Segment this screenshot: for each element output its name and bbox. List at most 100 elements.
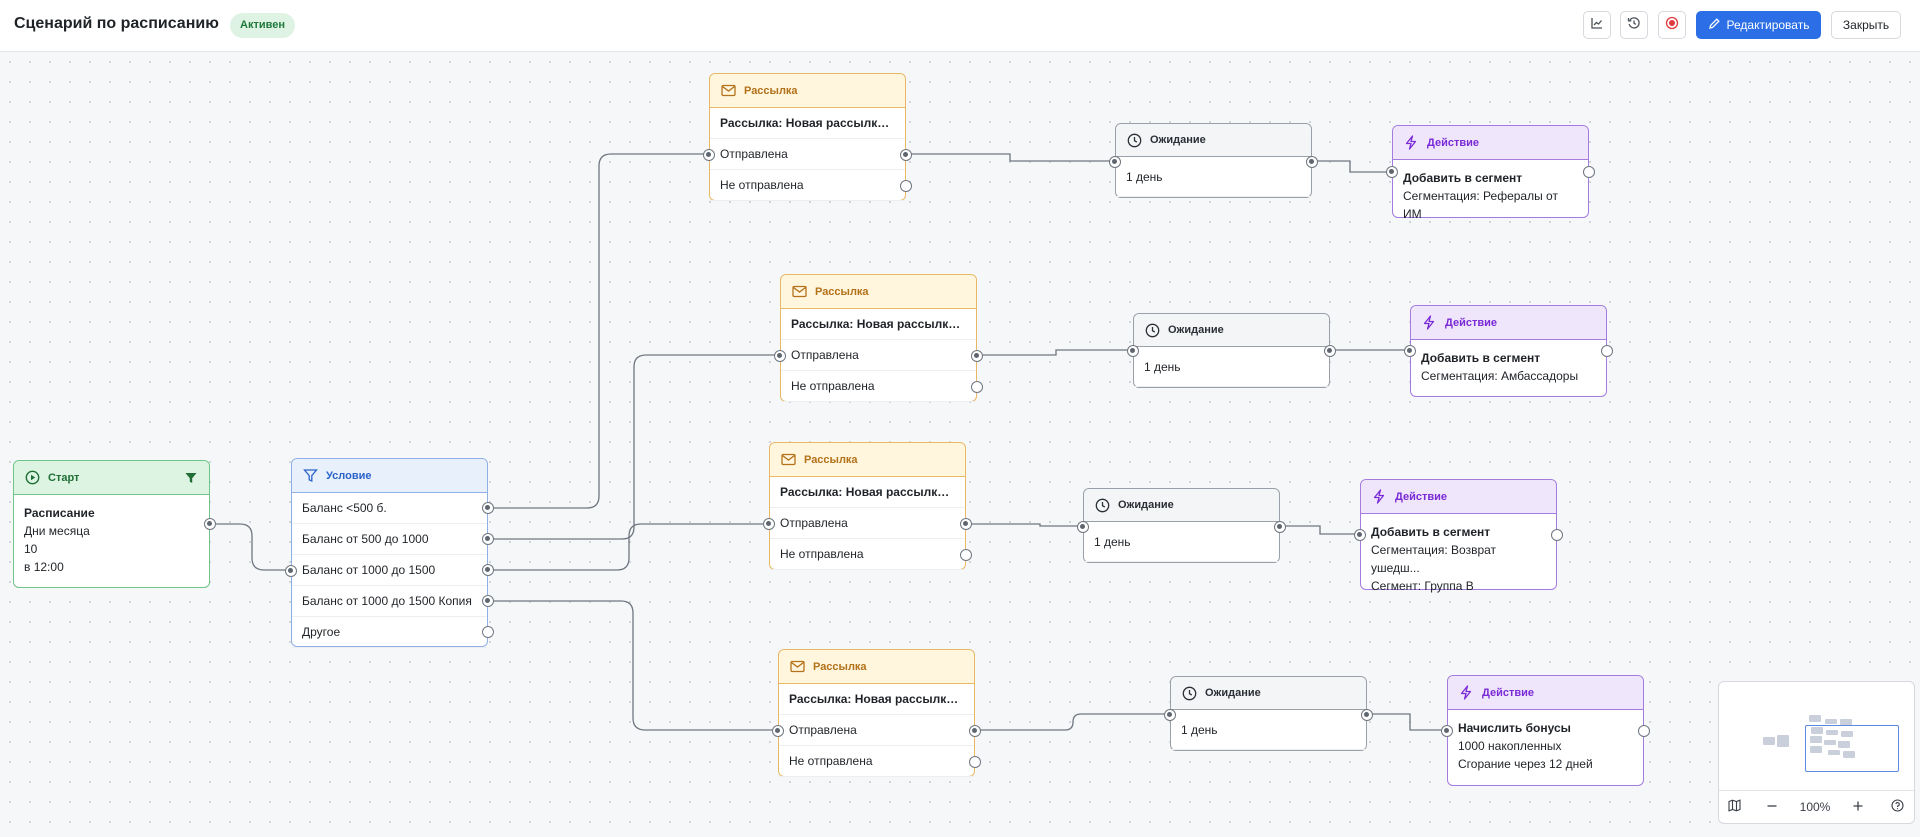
mailing-node[interactable]: Рассылка Рассылка: Новая рассылка 14... … (763, 442, 972, 570)
history-button[interactable] (1620, 11, 1648, 39)
condition-branch: Другое (292, 617, 487, 648)
minimap-viewport[interactable] (1805, 725, 1899, 772)
wait-node[interactable]: Ожидание 1 день (1109, 123, 1318, 198)
plus-icon (1852, 800, 1864, 815)
lightning-icon (1421, 315, 1437, 331)
input-port[interactable] (1127, 345, 1139, 357)
minimap-node (1824, 740, 1836, 745)
output-port[interactable] (900, 149, 912, 161)
wait-node[interactable]: Ожидание 1 день (1164, 676, 1373, 751)
action-node-type: Действие (1445, 316, 1497, 329)
help-button[interactable] (1881, 791, 1914, 823)
zoom-out-button[interactable] (1749, 791, 1795, 823)
action-detail: Сгорание через 12 дней (1458, 757, 1593, 771)
output-port[interactable] (482, 502, 494, 514)
action-node-type: Действие (1482, 686, 1534, 699)
mailing-node-header: Рассылка (779, 650, 974, 684)
output-port[interactable] (1583, 166, 1595, 178)
edit-button[interactable]: Редактировать (1696, 11, 1821, 39)
minimap-node (1811, 727, 1823, 734)
input-port[interactable] (1441, 725, 1453, 737)
mailing-node[interactable]: Рассылка Рассылка: Новая рассылка 146 От… (703, 73, 912, 201)
mailing-node[interactable]: Рассылка Рассылка: Новая рассылка 149 От… (774, 274, 983, 402)
filter-icon (302, 468, 318, 484)
mailing-node-header: Рассылка (710, 74, 905, 108)
output-port[interactable] (969, 725, 981, 737)
output-port[interactable] (1601, 345, 1613, 357)
close-button[interactable]: Закрыть (1831, 11, 1901, 39)
wait-node-type: Ожидание (1118, 499, 1174, 511)
minimap-node (1828, 750, 1840, 755)
minimap[interactable]: 100% (1718, 681, 1915, 824)
action-detail: 1000 накопленных (1458, 739, 1562, 753)
start-node-type: Старт (48, 471, 80, 484)
output-port[interactable] (960, 518, 972, 530)
input-port[interactable] (1077, 521, 1089, 533)
stop-button[interactable] (1658, 11, 1686, 39)
minimap-node (1841, 731, 1853, 737)
output-port[interactable] (482, 626, 494, 638)
action-node-header: Действие (1411, 306, 1606, 340)
wait-node-header: Ожидание (1134, 314, 1329, 347)
output-port[interactable] (482, 595, 494, 607)
mailing-not-sent: Не отправлена (710, 170, 905, 201)
input-port[interactable] (1404, 345, 1416, 357)
mailing-sent: Отправлена (770, 508, 965, 539)
mailing-node[interactable]: Рассылка Рассылка: Новая рассылка 153 От… (772, 649, 981, 777)
condition-node[interactable]: Условие Баланс <500 б. Баланс от 500 до … (285, 458, 494, 648)
output-port[interactable] (1638, 725, 1650, 737)
action-detail: Сегмент: Группа В (1371, 579, 1474, 593)
input-port[interactable] (772, 725, 784, 737)
wait-node-header: Ожидание (1116, 124, 1311, 157)
output-port[interactable] (960, 549, 972, 561)
statistics-button[interactable] (1583, 11, 1611, 39)
action-node[interactable]: Действие Начислить бонусы 1000 накопленн… (1441, 675, 1650, 786)
chart-icon (1590, 16, 1604, 35)
start-line: Расписание (24, 506, 95, 520)
start-line: в 12:00 (24, 560, 64, 574)
input-port[interactable] (1164, 709, 1176, 721)
clock-icon (1094, 497, 1110, 513)
map-toggle-button[interactable] (1719, 791, 1749, 823)
output-port[interactable] (1551, 529, 1563, 541)
input-port[interactable] (1386, 166, 1398, 178)
output-port[interactable] (900, 180, 912, 192)
wait-node[interactable]: Ожидание 1 день (1127, 313, 1336, 388)
mailing-not-sent: Не отправлена (770, 539, 965, 570)
action-title: Добавить в сегмент (1421, 351, 1541, 365)
filter-icon[interactable] (183, 470, 199, 486)
output-port[interactable] (971, 381, 983, 393)
input-port[interactable] (774, 350, 786, 362)
output-port[interactable] (1324, 345, 1336, 357)
output-port[interactable] (204, 518, 216, 530)
envelope-icon (780, 452, 796, 468)
mailing-title: Рассылка: Новая рассылка 153 (779, 684, 974, 715)
output-port[interactable] (482, 533, 494, 545)
input-port[interactable] (703, 149, 715, 161)
start-node[interactable]: Старт Расписание Дни месяца 10 в 12:00 (13, 460, 216, 588)
output-port[interactable] (1306, 156, 1318, 168)
mailing-node-type: Рассылка (813, 660, 867, 673)
action-node[interactable]: Действие Добавить в сегмент Сегментация:… (1386, 125, 1595, 221)
input-port[interactable] (1354, 529, 1366, 541)
action-node[interactable]: Действие Добавить в сегмент Сегментация:… (1354, 479, 1563, 593)
output-port[interactable] (971, 350, 983, 362)
minimap-node (1763, 737, 1775, 745)
output-port[interactable] (969, 756, 981, 768)
map-icon (1727, 799, 1741, 815)
minimap-node (1826, 730, 1838, 735)
stop-record-icon (1665, 16, 1679, 35)
input-port[interactable] (763, 518, 775, 530)
output-port[interactable] (482, 564, 494, 576)
input-port[interactable] (285, 565, 297, 577)
action-node[interactable]: Действие Добавить в сегмент Сегментация:… (1404, 305, 1613, 397)
input-port[interactable] (1109, 156, 1121, 168)
mailing-node-type: Рассылка (804, 453, 858, 466)
wait-node[interactable]: Ожидание 1 день (1077, 488, 1286, 563)
output-port[interactable] (1361, 709, 1373, 721)
output-port[interactable] (1274, 521, 1286, 533)
condition-node-type: Условие (326, 469, 372, 482)
zoom-in-button[interactable] (1835, 791, 1881, 823)
action-detail: Сегментация: Рефералы от ИМ (1403, 189, 1558, 221)
mailing-sent: Отправлена (710, 139, 905, 170)
